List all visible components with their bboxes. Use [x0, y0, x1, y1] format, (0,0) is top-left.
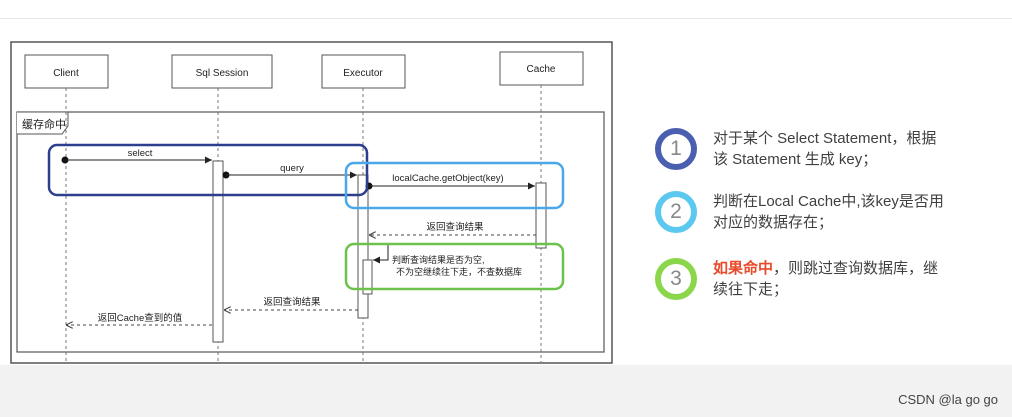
highlight-box-step1 — [47, 143, 369, 197]
activation-executor-nested — [362, 259, 373, 295]
step-3-number-circle: 3 — [655, 258, 697, 300]
message-query-label: query — [280, 163, 304, 174]
step-3-highlight: 如果命中 — [713, 260, 774, 277]
highlight-box-step3 — [344, 242, 565, 291]
fragment-label: 缓存命中 — [22, 117, 66, 131]
participant-executor-label: Executor — [343, 68, 383, 79]
participant-client-label: Client — [53, 68, 79, 79]
bottom-band — [0, 365, 1012, 417]
message-get-object-label: localCache.getObject(key) — [392, 173, 503, 184]
step-2-number-circle: 2 — [655, 191, 697, 233]
step-1: 1 对于某个 Select Statement，根据该 Statement 生成… — [655, 128, 948, 170]
fragment-frame — [16, 111, 605, 353]
message-select-label: select — [128, 148, 153, 159]
participant-sql-session-label: Sql Session — [196, 68, 249, 79]
participant-cache-label: Cache — [527, 64, 556, 75]
activation-cache — [535, 182, 547, 249]
top-divider — [0, 18, 1012, 19]
step-1-number-circle: 1 — [655, 128, 697, 170]
participant-client — [24, 54, 109, 89]
fragment-label-box — [17, 111, 69, 135]
participant-sql-session — [171, 54, 273, 89]
sequence-diagram: 缓存命中 Client Sql Session Executor Cache s… — [10, 41, 613, 364]
step-1-text: 对于某个 Select Statement，根据该 Statement 生成 k… — [713, 130, 937, 168]
message-return-to-client-label: 返回Cache查到的值 — [98, 312, 183, 324]
participant-cache — [499, 51, 584, 86]
step-3-text: 如果命中，则跳过查询数据库，继续往下走； — [713, 258, 948, 300]
outer-frame — [10, 41, 613, 364]
activation-sql-session — [212, 160, 224, 343]
message-self-check-label-line1: 判断查询结果是否为空, — [392, 254, 485, 265]
message-return-to-sql-session-label: 返回查询结果 — [263, 296, 321, 308]
activation-executor — [357, 174, 369, 319]
step-2: 2 判断在Local Cache中,该key是否用对应的数据存在； — [655, 191, 948, 233]
step-3-rest: ，则跳过查询数据库，继续往下走； — [713, 260, 939, 298]
highlight-box-step2 — [344, 161, 565, 210]
message-self-check-label-line2: 不为空继续往下走，不查数据库 — [396, 266, 522, 277]
step-2-text: 判断在Local Cache中,该key是否用对应的数据存在； — [713, 193, 944, 231]
step-3: 3 如果命中，则跳过查询数据库，继续往下走； — [655, 258, 948, 300]
watermark: CSDN @la go go — [898, 392, 998, 407]
message-return-from-cache-label: 返回查询结果 — [426, 221, 484, 233]
